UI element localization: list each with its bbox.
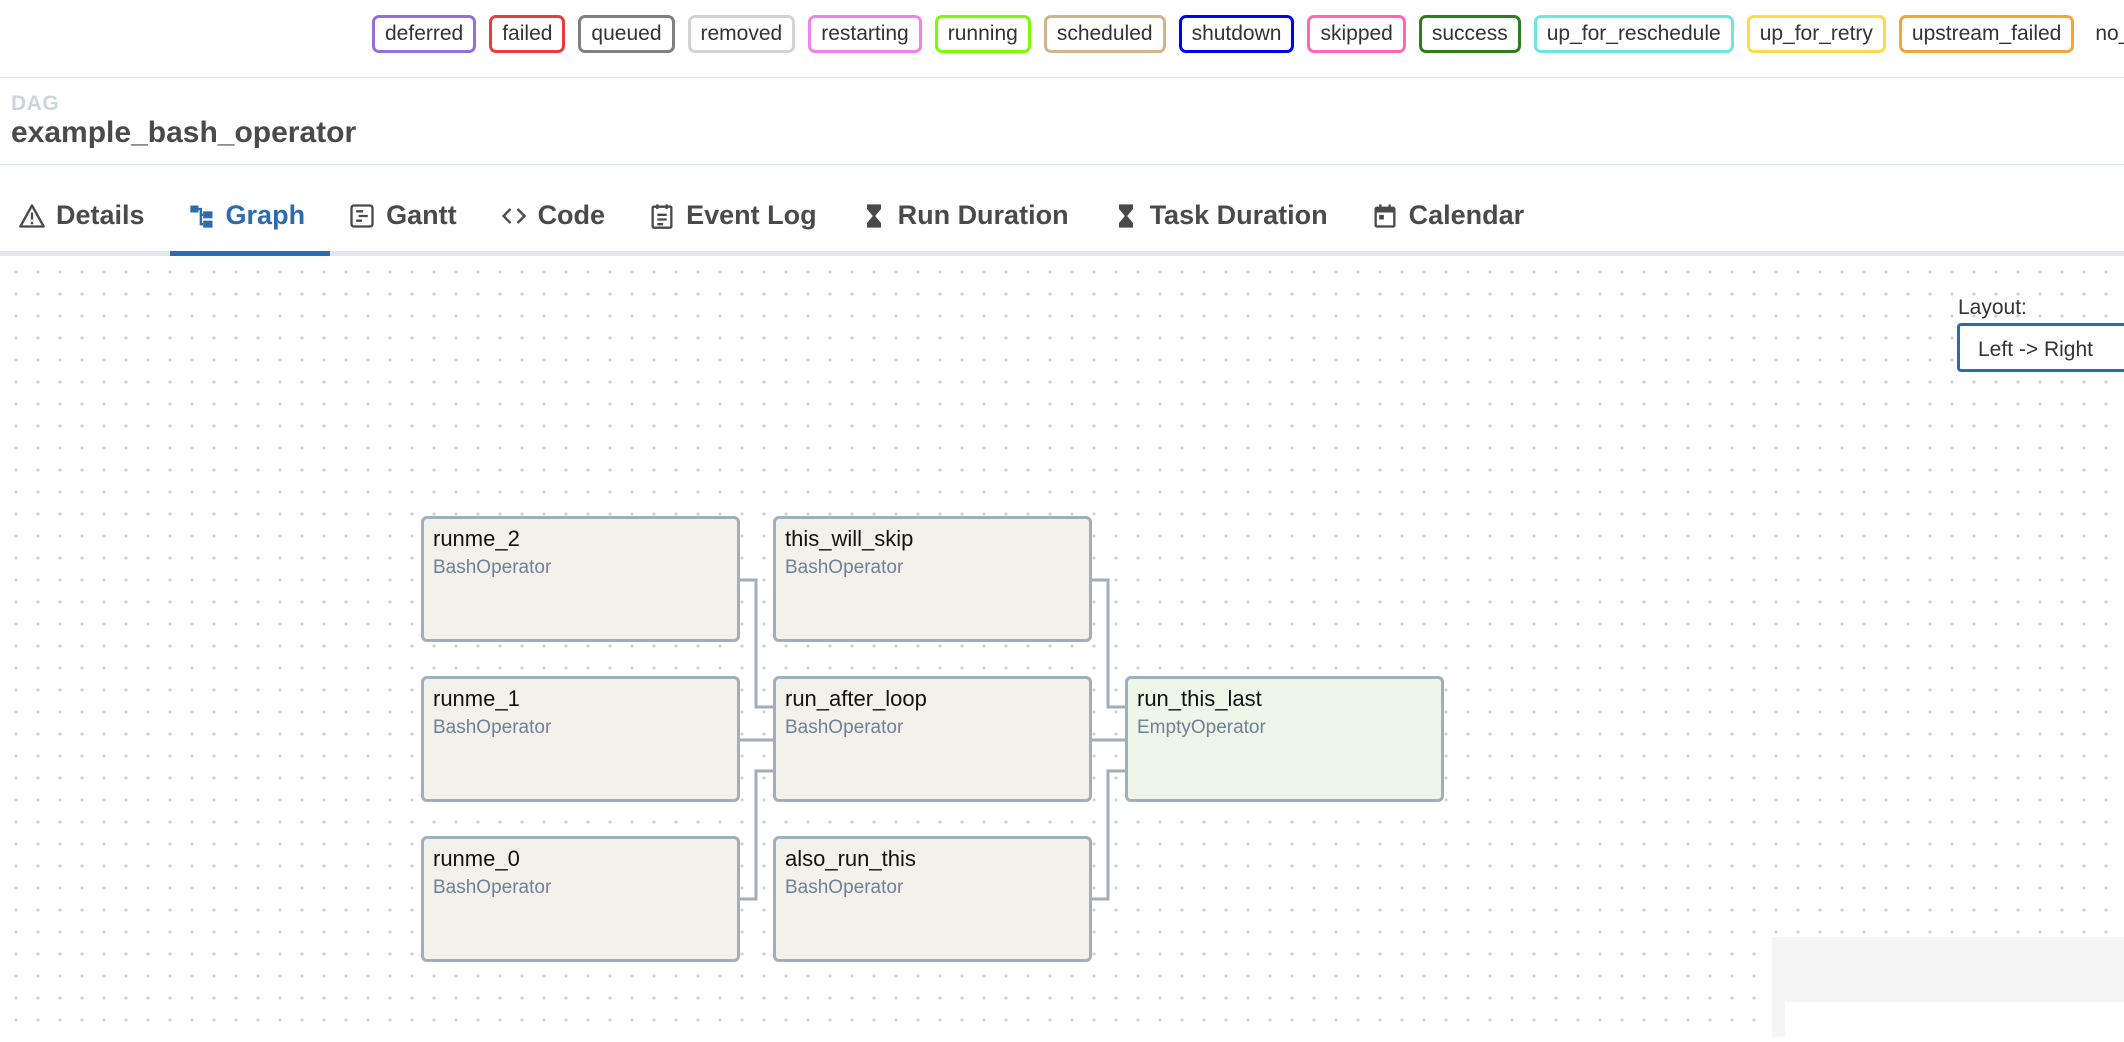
tab-gantt[interactable]: Gantt [330, 180, 482, 251]
tab-run-duration[interactable]: Run Duration [842, 180, 1094, 251]
code-icon [500, 202, 528, 230]
dag-eyebrow-label: DAG [11, 92, 60, 115]
state-badge-success[interactable]: success [1418, 15, 1521, 53]
state-badge-running[interactable]: running [934, 15, 1031, 53]
state-badge-shutdown[interactable]: shutdown [1178, 15, 1295, 53]
task-node-runme-2[interactable]: runme_2 BashOperator [421, 516, 740, 642]
task-operator: BashOperator [433, 557, 552, 578]
divider [0, 164, 2124, 165]
state-badge-queued[interactable]: queued [578, 15, 675, 53]
task-id: run_this_last [1137, 686, 1262, 711]
task-id: run_after_loop [785, 686, 927, 711]
state-badge-up-for-retry[interactable]: up_for_retry [1746, 15, 1886, 53]
view-tabs: Details Graph Gantt Code Event Log Run D… [0, 180, 2124, 256]
tab-label: Gantt [386, 200, 457, 230]
task-node-run-this-last[interactable]: run_this_last EmptyOperator [1125, 676, 1444, 802]
state-badge-deferred[interactable]: deferred [372, 15, 477, 53]
state-badge-restarting[interactable]: restarting [808, 15, 922, 53]
task-operator: BashOperator [433, 717, 552, 738]
state-badge-no-status[interactable]: no_st [2095, 22, 2124, 45]
task-operator: EmptyOperator [1137, 717, 1266, 738]
task-id: runme_2 [433, 526, 520, 551]
tab-label: Code [537, 200, 606, 230]
tab-label: Calendar [1408, 200, 1525, 230]
task-operator: BashOperator [785, 557, 904, 578]
state-legend: deferred failed queued removed restartin… [372, 14, 2124, 54]
state-badge-up-for-reschedule[interactable]: up_for_reschedule [1533, 15, 1734, 53]
warning-icon [18, 202, 46, 230]
tab-label: Event Log [686, 200, 817, 230]
task-operator: BashOperator [785, 877, 904, 898]
event-log-icon [648, 202, 676, 230]
tab-label: Details [56, 200, 145, 230]
tab-task-duration[interactable]: Task Duration [1094, 180, 1353, 251]
calendar-icon [1371, 202, 1399, 230]
divider [0, 77, 2124, 78]
task-node-runme-1[interactable]: runme_1 BashOperator [421, 676, 740, 802]
tab-code[interactable]: Code [482, 180, 631, 251]
tab-details[interactable]: Details [0, 180, 170, 251]
task-id: runme_0 [433, 846, 520, 871]
task-node-also-run-this[interactable]: also_run_this BashOperator [773, 836, 1092, 962]
tab-label: Graph [225, 200, 306, 230]
task-id: this_will_skip [785, 526, 914, 551]
minimap-viewport[interactable] [1785, 1002, 2124, 1042]
task-node-run-after-loop[interactable]: run_after_loop BashOperator [773, 676, 1092, 802]
task-node-this-will-skip[interactable]: this_will_skip BashOperator [773, 516, 1092, 642]
task-id: runme_1 [433, 686, 520, 711]
task-operator: BashOperator [785, 717, 904, 738]
tab-calendar[interactable]: Calendar [1353, 180, 1550, 251]
hourglass-icon [860, 202, 888, 230]
task-operator: BashOperator [433, 877, 552, 898]
tab-label: Task Duration [1149, 200, 1328, 230]
graph-canvas[interactable] [0, 256, 2124, 1028]
graph-icon [188, 202, 216, 230]
hourglass-icon [1112, 202, 1140, 230]
tab-graph[interactable]: Graph [169, 180, 331, 256]
page-title: example_bash_operator [11, 116, 357, 149]
layout-select[interactable]: Left -> Right [1957, 323, 2124, 372]
task-id: also_run_this [785, 846, 916, 871]
layout-label: Layout: [1958, 296, 2027, 319]
tab-label: Run Duration [897, 200, 1069, 230]
gantt-icon [348, 202, 376, 230]
state-badge-skipped[interactable]: skipped [1307, 15, 1406, 53]
tab-event-log[interactable]: Event Log [630, 180, 842, 251]
task-node-runme-0[interactable]: runme_0 BashOperator [421, 836, 740, 962]
state-badge-scheduled[interactable]: scheduled [1043, 15, 1166, 53]
state-badge-upstream-failed[interactable]: upstream_failed [1898, 15, 2075, 53]
state-badge-removed[interactable]: removed [687, 15, 796, 53]
state-badge-failed[interactable]: failed [489, 15, 566, 53]
